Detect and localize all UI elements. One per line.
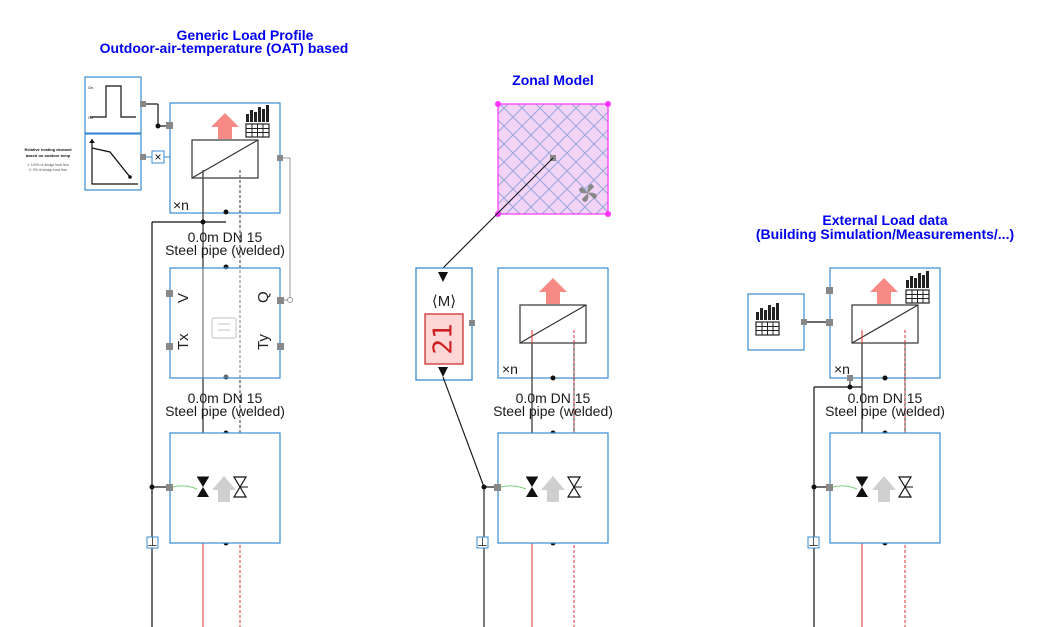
external-data-block[interactable] <box>747 293 807 351</box>
port-q: Q <box>255 291 272 303</box>
sensor-block[interactable]: V Tx Q Ty <box>166 267 284 379</box>
generic-pipe1-line1: 0.0m DN 15 <box>188 229 263 245</box>
generic-multiplier-label: ×n <box>173 197 189 213</box>
generic-pipe2-line2: Steel pipe (welded) <box>165 403 285 419</box>
schedule-on-label: On <box>88 85 93 90</box>
zonal-pipe-line2: Steel pipe (welded) <box>493 403 613 419</box>
external-title-line1: External Load data <box>822 212 947 228</box>
svg-text:⊥: ⊥ <box>147 535 157 549</box>
external-multiplier-label: ×n <box>834 361 850 377</box>
thermostat-block[interactable]: ⟨M⟩ 21 <box>415 267 475 381</box>
port-v: V <box>175 293 192 303</box>
external-column: ×n 0.0m DN 15 Steel pipe (welded) <box>747 267 945 627</box>
port-ty: Ty <box>255 334 272 350</box>
generic-title-line1: Generic Load Profile <box>177 27 314 43</box>
external-valve-block[interactable] <box>811 432 941 544</box>
heating-legend-1: 1: 100% of design heat flow <box>27 163 69 167</box>
zonal-column: ⟨M⟩ 21 ×n 0.0m DN 15 Steel pipe (welded) <box>415 101 613 627</box>
generic-column: On Off Relative heating demand based on … <box>24 76 293 627</box>
generic-title-line2: Outdoor-air-temperature (OAT) based <box>100 40 349 56</box>
svg-text:⊥: ⊥ <box>808 535 818 549</box>
multiply-symbol: × <box>154 150 161 164</box>
zonal-title: Zonal Model <box>512 72 594 88</box>
zonal-mode-label: ⟨M⟩ <box>432 293 456 310</box>
external-pipe-line1: 0.0m DN 15 <box>848 390 923 406</box>
zone-block[interactable] <box>495 101 611 217</box>
external-title-line2: (Building Simulation/Measurements/...) <box>756 226 1014 242</box>
external-pipe-line2: Steel pipe (welded) <box>825 403 945 419</box>
zonal-value: 21 <box>429 323 459 354</box>
zonal-multiplier-label: ×n <box>502 361 518 377</box>
generic-marker: ⊥ <box>146 535 159 549</box>
zonal-consumer-block[interactable]: ×n <box>497 267 609 379</box>
zonal-valve-block[interactable] <box>484 432 609 544</box>
schedule-block[interactable]: On Off <box>84 76 142 134</box>
port-tx: Tx <box>175 333 192 350</box>
generic-valve-block[interactable] <box>149 432 281 544</box>
generic-pipe2-line1: 0.0m DN 15 <box>188 390 263 406</box>
heating-curve-block[interactable] <box>84 133 142 191</box>
external-consumer-block[interactable]: ×n <box>826 267 941 379</box>
zonal-pipe-line1: 0.0m DN 15 <box>516 390 591 406</box>
zonal-marker: ⊥ <box>476 535 489 549</box>
svg-text:⊥: ⊥ <box>477 535 487 549</box>
heating-label-line1: Relative heating demand <box>24 147 72 152</box>
fan-icon <box>579 184 597 202</box>
generic-consumer-block[interactable]: ×n <box>166 102 283 214</box>
external-marker: ⊥ <box>807 535 820 549</box>
heating-legend-2: 0: 0% of design heat flow <box>29 168 67 172</box>
heating-label-line2: based on outdoor temp <box>26 153 71 158</box>
generic-pipe1-line2: Steel pipe (welded) <box>165 242 285 258</box>
schedule-off-label: Off <box>88 115 94 120</box>
